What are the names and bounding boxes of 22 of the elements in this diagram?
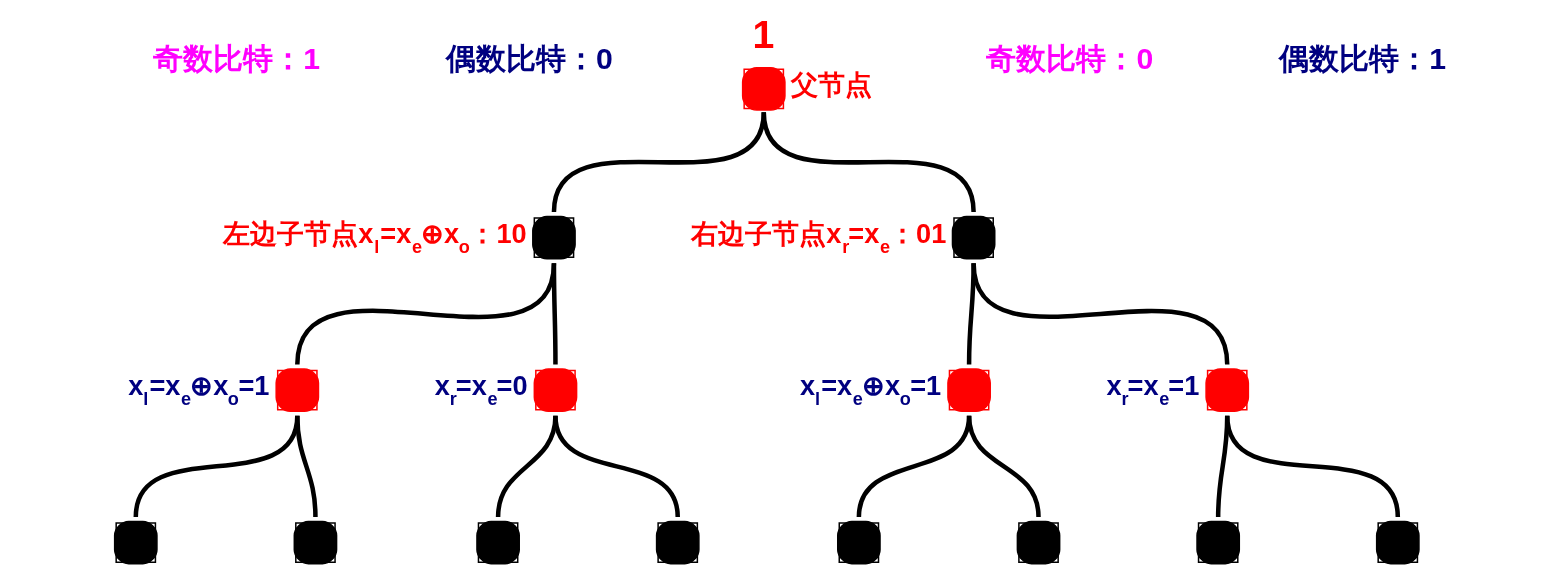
node-label: 父节点 bbox=[790, 69, 872, 101]
node-label: x$_{r}$=x$_{e}$=1 bbox=[1106, 370, 1200, 410]
connector bbox=[551, 263, 558, 365]
connector bbox=[966, 263, 976, 365]
node-label: 右边子节点x$_{r}$=x$_{e}$：01 bbox=[691, 217, 947, 257]
connector bbox=[551, 111, 766, 213]
connector bbox=[295, 415, 318, 517]
node-label: x$_{l}$=x$_{e}$⊕x$_{o}$=1 bbox=[128, 370, 270, 410]
connector bbox=[761, 111, 976, 213]
label: 奇数比特：0 bbox=[986, 42, 1154, 76]
node-label: x$_{l}$=x$_{e}$⊕x$_{o}$=1 bbox=[800, 370, 942, 410]
connector bbox=[553, 415, 680, 518]
node-label: 左边子节点x$_{l}$=x$_{e}$⊕x$_{o}$：10 bbox=[223, 217, 527, 257]
connector bbox=[295, 262, 557, 365]
node-label: 1 bbox=[752, 11, 775, 56]
connector bbox=[966, 415, 1041, 518]
connector bbox=[1225, 415, 1401, 518]
label: 偶数比特：1 bbox=[1279, 42, 1447, 76]
label: 偶数比特：0 bbox=[446, 42, 613, 76]
connector bbox=[971, 262, 1230, 365]
label: 奇数比特：1 bbox=[153, 42, 320, 76]
node-label: x$_{r}$=x$_{e}$=0 bbox=[434, 370, 528, 410]
